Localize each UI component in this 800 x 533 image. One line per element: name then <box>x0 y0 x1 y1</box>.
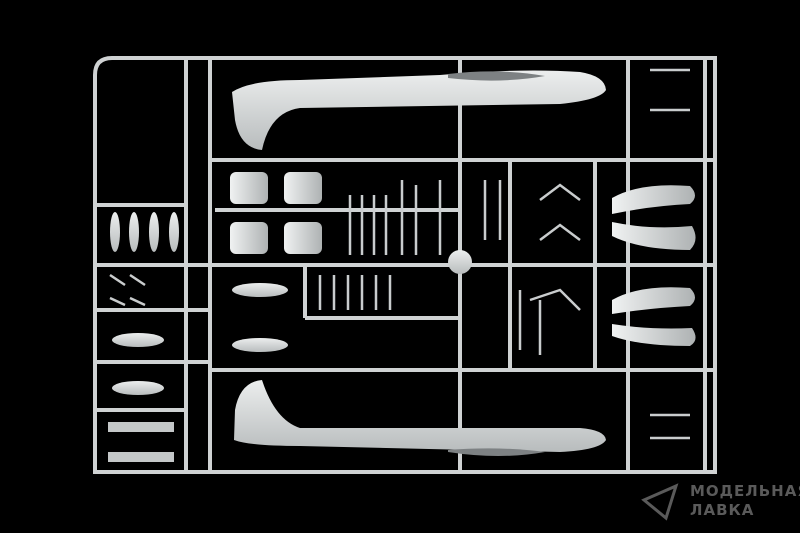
small-parts <box>109 68 690 440</box>
fuselage-top <box>232 70 606 150</box>
bombs-and-tanks <box>108 212 472 462</box>
watermark-logo: МОДЕЛЬНАЯ ЛАВКА <box>636 478 800 528</box>
watermark-line1: МОДЕЛЬНАЯ <box>690 482 800 500</box>
fuselage-bottom <box>234 380 606 456</box>
cowlings <box>230 172 322 254</box>
sprue-frame <box>93 56 717 474</box>
paper-plane-icon <box>641 483 679 521</box>
engine-nacelles <box>612 185 696 346</box>
watermark-line2: ЛАВКА <box>690 501 755 519</box>
